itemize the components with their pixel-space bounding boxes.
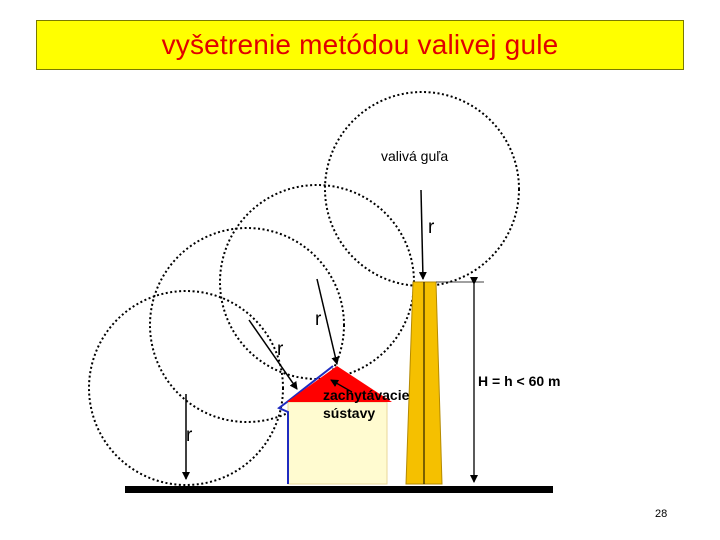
sphere-circle-4 — [324, 91, 520, 287]
radius-label-3: r — [315, 309, 322, 330]
sphere-circle-2 — [149, 227, 345, 423]
house-outline — [277, 365, 334, 484]
ground-line — [125, 486, 553, 493]
sphere-circle-1 — [88, 290, 284, 486]
page-number: 28 — [655, 508, 668, 520]
radius-label-4: r — [428, 217, 435, 238]
title-box: vyšetrenie metódou valivej gule — [36, 20, 684, 70]
radius-arrow-4 — [418, 189, 427, 280]
air-terminal-label-line2: sústavy — [323, 405, 375, 421]
roof — [287, 366, 392, 402]
radius-label-1: r — [186, 425, 193, 446]
page-title: vyšetrenie metódou valivej gule — [161, 29, 559, 60]
rolling-sphere-label: valivá guľa — [381, 148, 448, 164]
air-terminal-label-line1: zachytávacie — [323, 387, 410, 403]
air-terminal-pointer — [330, 379, 353, 393]
height-label: H = h < 60 m — [478, 373, 560, 389]
radius-arrow-2 — [248, 319, 298, 390]
radius-arrow-3 — [316, 278, 340, 365]
radius-label-2: r — [277, 339, 284, 360]
